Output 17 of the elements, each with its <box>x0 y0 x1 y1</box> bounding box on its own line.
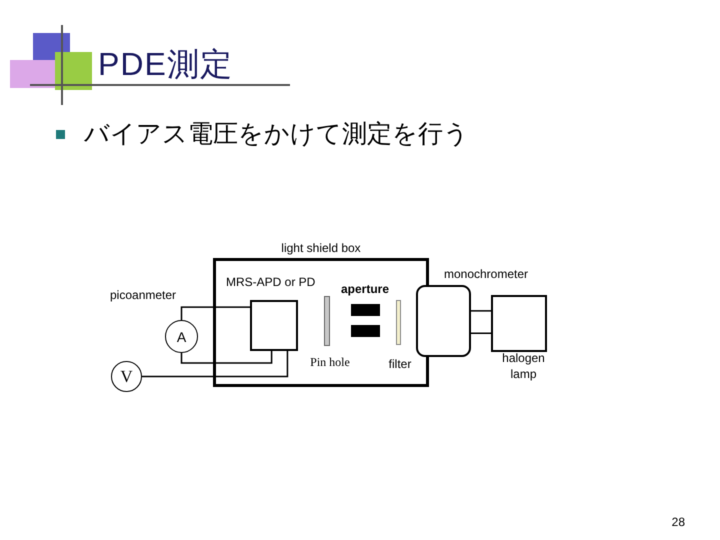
voltmeter-symbol: V <box>111 361 142 392</box>
wire <box>180 306 250 320</box>
page-number: 28 <box>670 514 685 530</box>
part-label: Pin hole <box>309 354 351 370</box>
ammeter-symbol: A <box>165 320 198 353</box>
wire <box>180 351 272 364</box>
instrument-label: picoanmeter <box>110 287 178 303</box>
part-label: monochrometer <box>442 266 530 282</box>
part-label: light shield box <box>280 240 362 256</box>
part-label: aperture <box>340 281 390 297</box>
part-label: filter <box>388 356 412 372</box>
wire <box>471 310 491 312</box>
title: PDE測定 <box>98 45 233 84</box>
part-label: halogen lamp <box>501 350 546 382</box>
wire <box>471 332 491 334</box>
wire <box>142 351 288 378</box>
bullet-text: バイアス電圧をかけて測定を行う <box>84 119 469 150</box>
